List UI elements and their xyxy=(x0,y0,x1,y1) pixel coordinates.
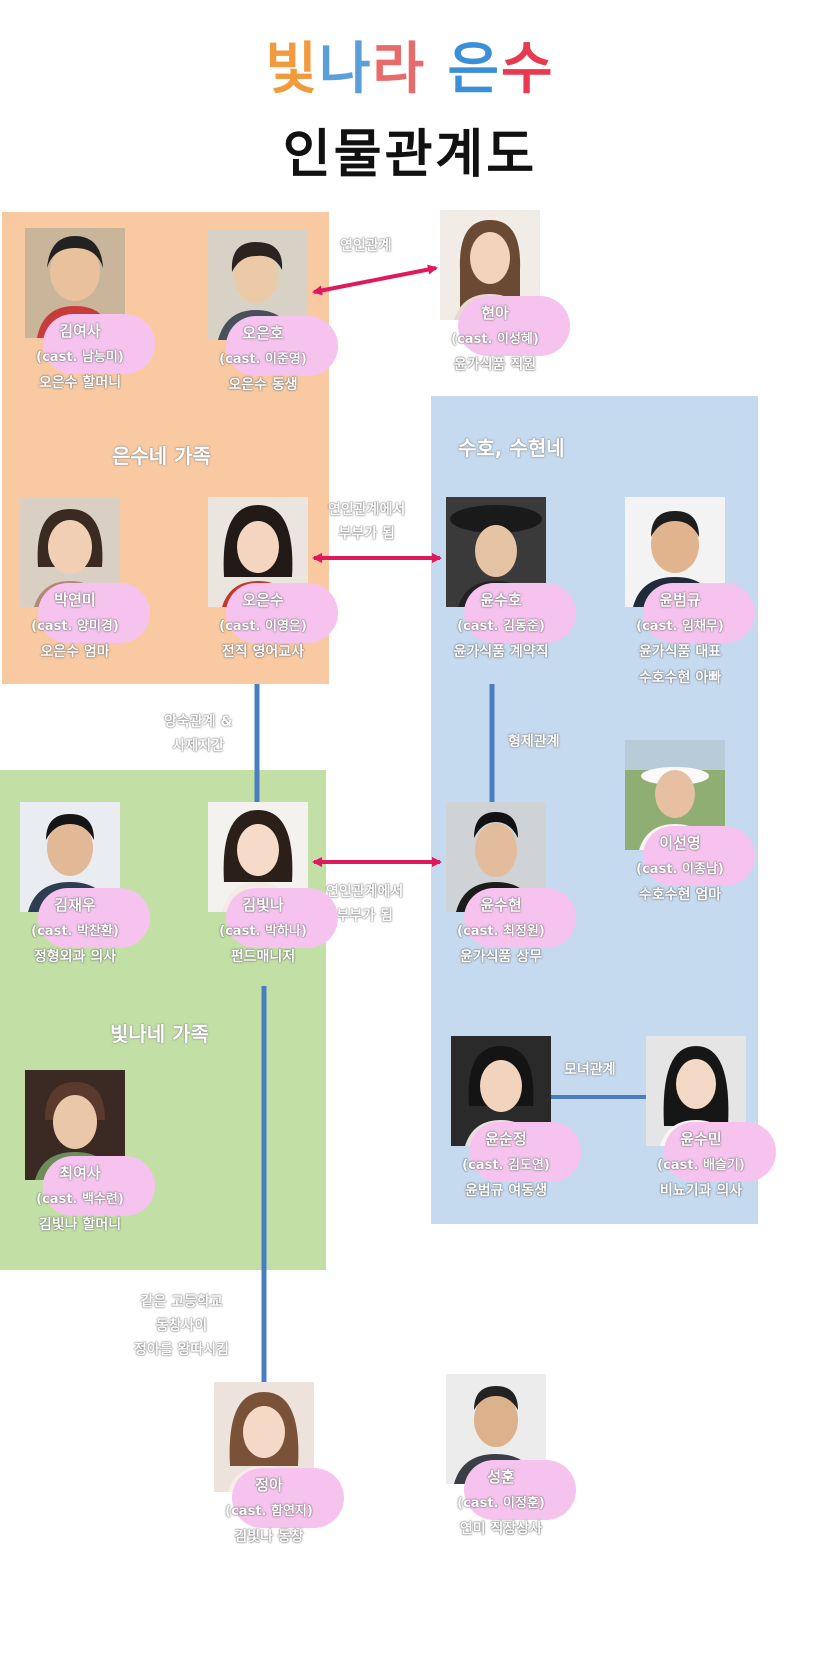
name-bubble xyxy=(643,826,755,886)
title-part: 라 xyxy=(372,37,427,102)
person-cast: (cast. 이성혜) xyxy=(451,332,539,347)
person-role: 펀드매니저 xyxy=(230,949,296,965)
person-role: 수호수현 아빠 xyxy=(638,670,722,686)
relation-label-couple1: 연인관계에서 부부가 됨 xyxy=(328,498,405,546)
arrow-eunho-hyuna xyxy=(312,264,438,296)
person-role: 김빛나 할머니 xyxy=(38,1217,122,1233)
person-name: 윤수현 xyxy=(480,896,522,914)
title-part: 은 xyxy=(447,37,502,102)
relation-label-line: 연인관계에서 xyxy=(328,502,406,518)
relation-label-line: 부부가 됨 xyxy=(338,526,395,542)
person-cast: (cast. 배슬기) xyxy=(657,1158,745,1173)
title-part xyxy=(426,37,448,102)
title-part: 나 xyxy=(318,37,373,102)
name-bubble xyxy=(643,583,755,643)
person-cast: (cast. 이영은) xyxy=(219,619,307,634)
person-cast: (cast. 임채무) xyxy=(636,619,724,634)
person-role: 오은수 엄마 xyxy=(40,644,110,660)
relation-label-line: 앙숙관계 & xyxy=(164,714,233,730)
person-cast: (cast. 양미경) xyxy=(31,619,119,634)
relation-label-couple2: 연인관계에서 부부가 됨 xyxy=(326,880,403,928)
name-bubble xyxy=(43,314,155,374)
person-name: 현아 xyxy=(481,304,509,322)
person-name: 최여사 xyxy=(59,1164,101,1182)
person-name: 성훈 xyxy=(487,1468,515,1486)
person-name: 김재우 xyxy=(54,896,96,914)
person-role: 윤가식품 상무 xyxy=(459,949,543,965)
person-role: 윤가식품 계약직 xyxy=(453,644,549,660)
person-name: 김여사 xyxy=(59,322,101,340)
person-name: 윤순정 xyxy=(485,1130,527,1148)
person-role: 윤가식품 직원 xyxy=(453,357,537,373)
person-cast: (cast. 김동준) xyxy=(457,619,545,634)
person-cast: (cast. 이준영) xyxy=(219,352,307,367)
relation-label-line: 같은 고등학교 xyxy=(140,1294,223,1310)
person-name: 오은호 xyxy=(242,324,284,342)
person-role: 윤범규 여동생 xyxy=(464,1183,548,1199)
person-role: 연미 직장상사 xyxy=(459,1521,543,1537)
relation-label-school: 같은 고등학교 동창사이 정아를 왕따시킴 xyxy=(134,1290,229,1362)
person-role: 전직 영어교사 xyxy=(221,644,305,660)
person-role: 윤가식품 대표 xyxy=(638,644,722,660)
diagram-title: 빛나라 은수 xyxy=(0,24,820,105)
person-cast: (cast. 함연지) xyxy=(225,1504,313,1519)
relation-label-enemies: 앙숙관계 & 사제지간 xyxy=(164,710,233,758)
person-name: 김빛나 xyxy=(242,896,284,914)
diagram-subtitle: 인물관계도 xyxy=(282,125,538,185)
person-name: 정아 xyxy=(255,1476,283,1494)
relation-label-line: 동창사이 xyxy=(155,1318,208,1334)
person-role: 비뇨기과 의사 xyxy=(659,1183,743,1199)
person-cast: (cast. 이정훈) xyxy=(457,1496,545,1511)
person-role: 김빛나 동창 xyxy=(234,1529,304,1545)
person-cast: (cast. 김도연) xyxy=(462,1158,550,1173)
person-role: 수호수현 엄마 xyxy=(638,887,722,903)
name-bubble xyxy=(38,583,150,643)
relation-label-line: 부부가 됨 xyxy=(336,908,393,924)
group-label-bitna: 빛나네 가족 xyxy=(110,1022,209,1046)
person-name: 윤범규 xyxy=(659,591,701,609)
name-bubble xyxy=(38,888,150,948)
person-cast: (cast. 박하나) xyxy=(219,924,307,939)
person-name: 오은수 xyxy=(242,591,284,609)
relation-label-brothers: 형제관계 xyxy=(508,734,560,750)
relation-label-lovers: 연인관계 xyxy=(340,238,392,254)
person-name: 윤수호 xyxy=(480,591,522,609)
person-cast: (cast. 남능미) xyxy=(36,350,124,365)
portrait-photo xyxy=(451,1036,551,1146)
name-bubble xyxy=(232,1468,344,1528)
person-role: 정형외과 의사 xyxy=(33,949,117,965)
name-bubble xyxy=(464,1460,576,1520)
person-role: 오은수 할머니 xyxy=(38,375,122,391)
title-part: 빛 xyxy=(265,37,319,102)
person-cast: (cast. 박찬환) xyxy=(31,924,119,939)
group-label-eunsu: 은수네 가족 xyxy=(112,444,211,468)
relation-label-line: 정아를 왕따시킴 xyxy=(134,1342,230,1358)
group-label-suho: 수호, 수현네 xyxy=(458,436,565,460)
name-bubble xyxy=(469,1122,581,1182)
relation-label-line: 사제지간 xyxy=(172,738,225,754)
relation-label-line: 연인관계에서 xyxy=(326,884,404,900)
person-role: 오은수 동생 xyxy=(228,377,298,393)
person-name: 박연미 xyxy=(54,591,96,609)
person-cast: (cast. 이종남) xyxy=(636,862,724,877)
person-name: 이선영 xyxy=(659,834,701,852)
person-cast: (cast. 백수련) xyxy=(36,1192,124,1207)
name-bubble xyxy=(464,583,576,643)
title-part: 수 xyxy=(501,37,555,102)
name-bubble xyxy=(664,1122,776,1182)
name-bubble xyxy=(464,888,576,948)
person-name: 윤수민 xyxy=(680,1130,722,1148)
name-bubble xyxy=(43,1156,155,1216)
name-bubble xyxy=(226,583,338,643)
name-bubble xyxy=(226,888,338,948)
name-bubble xyxy=(226,316,338,376)
name-bubble xyxy=(458,296,570,356)
relation-label-mother-daughter: 모녀관계 xyxy=(564,1062,616,1078)
person-cast: (cast. 최정원) xyxy=(457,924,545,939)
